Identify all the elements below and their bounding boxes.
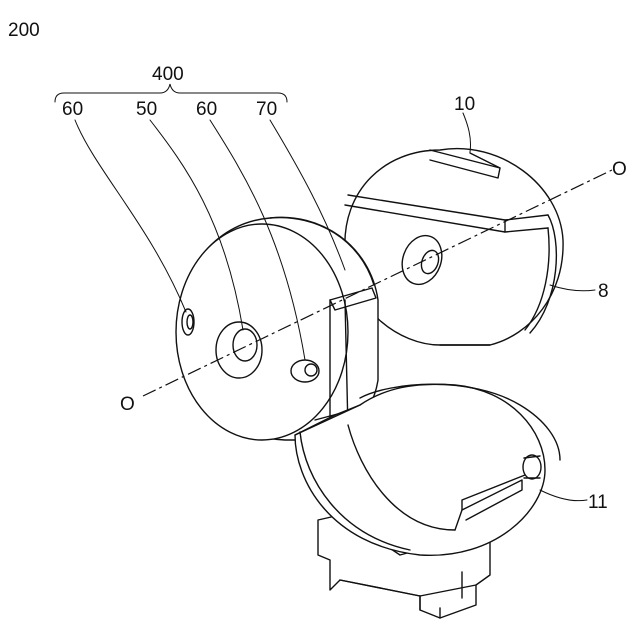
- label-hole-left: 60: [62, 99, 83, 120]
- label-pin: 11: [588, 492, 608, 513]
- group-label-400: 400: [152, 64, 184, 85]
- figure-number: 200: [8, 20, 40, 41]
- group-bracket: [55, 84, 287, 102]
- label-axis-lower: O: [120, 394, 135, 415]
- label-center-hole: 50: [136, 99, 157, 120]
- label-axis-upper: O: [612, 159, 627, 180]
- label-right-part: 8: [598, 281, 609, 302]
- label-hole-right: 60: [196, 99, 217, 120]
- cup-holder: [295, 384, 560, 618]
- label-top-groove: 10: [454, 94, 475, 115]
- label-slot: 70: [256, 99, 277, 120]
